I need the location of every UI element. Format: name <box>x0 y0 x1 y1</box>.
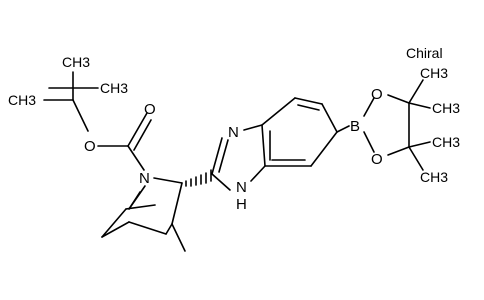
bonds <box>43 71 431 252</box>
methyl-pinacol-4: CH3 <box>420 169 448 185</box>
methyl-pinacol-2: CH3 <box>432 100 460 116</box>
atom-n-imine: N <box>228 124 239 141</box>
atom-n-ring: N <box>236 179 247 196</box>
methyl-tbu-left: CH3 <box>8 92 36 108</box>
atom-h-ring: H <box>236 196 247 213</box>
atom-o-pinacol-bottom: O <box>371 151 383 168</box>
methyl-pinacol-1: CH3 <box>420 65 448 81</box>
methyl-tbu-right: CH3 <box>100 80 128 96</box>
atom-o-pinacol-top: O <box>371 86 383 103</box>
hashed-wedge <box>185 169 212 187</box>
atom-o-carbonyl: O <box>144 101 156 118</box>
methyl-tbu-top: CH3 <box>62 54 90 70</box>
atom-n-bridge: N <box>139 170 150 187</box>
methyl-labels: CH3 CH3 CH3 CH3 CH3 CH3 CH3 <box>8 54 460 185</box>
chiral-label: Chiral <box>406 45 443 61</box>
atom-boron: B <box>350 118 360 135</box>
atom-o-ester: O <box>84 138 96 155</box>
atom-labels: O O N N N H B O O <box>84 86 383 213</box>
methyl-pinacol-3: CH3 <box>432 134 460 150</box>
